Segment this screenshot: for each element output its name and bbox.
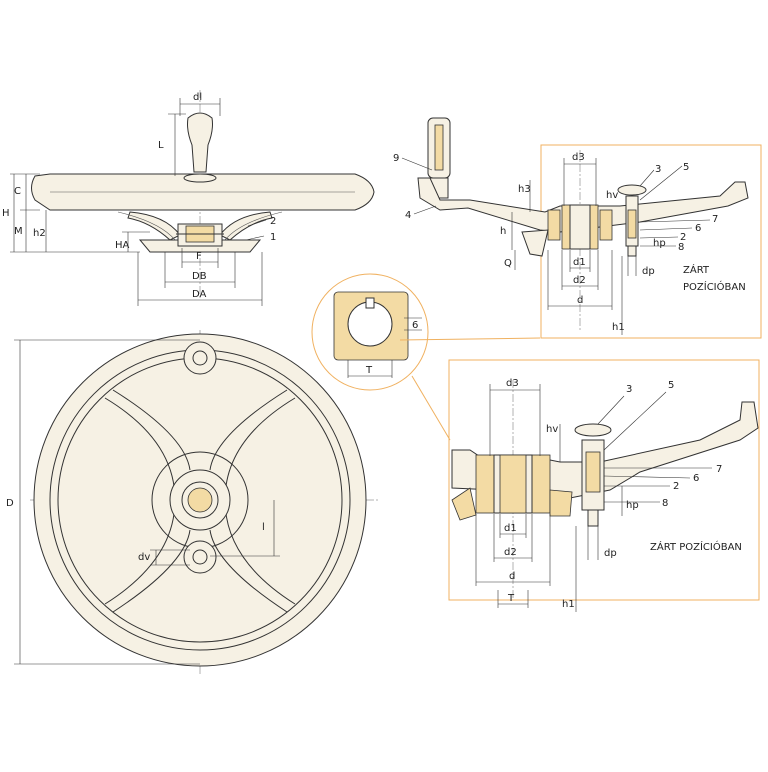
- label-closed-large: ZÁRT POZÍCIÓBAN: [650, 540, 742, 553]
- label-n5-small: 5: [683, 162, 689, 173]
- label-dp-small: dp: [642, 266, 655, 277]
- label-n2-side: 2: [270, 216, 276, 227]
- label-d1-small: d1: [573, 257, 586, 268]
- label-n6-large: 6: [693, 473, 699, 484]
- label-n6-small: 6: [695, 223, 701, 234]
- label-closed-1: ZÁRT: [683, 263, 710, 276]
- label-DA: DA: [192, 289, 207, 300]
- label-n2-large: 2: [673, 481, 679, 492]
- label-Q: Q: [504, 258, 512, 269]
- label-n9: 9: [393, 153, 399, 164]
- label-n7-large: 7: [716, 464, 722, 475]
- label-n3-large: 3: [626, 384, 632, 395]
- label-h1-small: h1: [612, 322, 625, 333]
- section-view-large: d3 3 5 hv 7 6 2 hp 8 d1 d2 d T dp: [448, 359, 760, 612]
- label-d-small: d: [577, 295, 583, 306]
- label-dv: dv: [138, 552, 150, 563]
- label-d-large: d: [509, 571, 515, 582]
- label-six: 6: [412, 320, 418, 331]
- label-d3-small: d3: [572, 152, 585, 163]
- label-n1-side: 1: [270, 232, 276, 243]
- label-n2-small: 2: [680, 232, 686, 243]
- label-d1-large: d1: [504, 523, 517, 534]
- label-T-detail: T: [365, 365, 373, 376]
- label-d2-large: d2: [504, 547, 517, 558]
- label-l: l: [262, 522, 265, 533]
- label-dp-large: dp: [604, 548, 617, 559]
- label-n7-small: 7: [712, 214, 718, 225]
- label-hp-large: hp: [626, 500, 639, 511]
- label-closed-2: POZÍCIÓBAN: [683, 280, 746, 293]
- label-h1-large: h1: [562, 599, 575, 610]
- label-D: D: [6, 498, 14, 509]
- label-d2-small: d2: [573, 275, 586, 286]
- label-hv-large: hv: [546, 424, 558, 435]
- front-view: D l dv: [6, 330, 380, 676]
- label-dl: dl: [193, 92, 202, 103]
- label-hv-small: hv: [606, 190, 618, 201]
- label-C: C: [14, 186, 21, 197]
- label-H: H: [2, 208, 10, 219]
- label-F: F: [196, 251, 202, 262]
- label-M: M: [14, 226, 23, 237]
- label-T-large: T: [507, 593, 515, 604]
- label-DB: DB: [192, 271, 207, 282]
- label-n8-small: 8: [678, 242, 684, 253]
- label-n5-large: 5: [668, 380, 674, 391]
- label-HA: HA: [115, 240, 130, 251]
- label-n4: 4: [405, 210, 411, 221]
- side-view: dl L H C M h2 HA F DB DA 2 1: [2, 90, 375, 306]
- label-n8-large: 8: [662, 498, 668, 509]
- keyway-detail: 6 T: [311, 273, 541, 441]
- label-h2: h2: [33, 228, 46, 239]
- label-h3: h3: [518, 184, 531, 195]
- label-h-small: h: [500, 226, 506, 237]
- label-n3-small: 3: [655, 164, 661, 175]
- section-view-small: 9 4 d3 3 5 h3 hv 7 6 2 hp 8 h Q d1 d2: [393, 117, 762, 339]
- label-hp-small: hp: [653, 238, 666, 249]
- label-d3-large: d3: [506, 378, 519, 389]
- label-L: L: [158, 140, 164, 151]
